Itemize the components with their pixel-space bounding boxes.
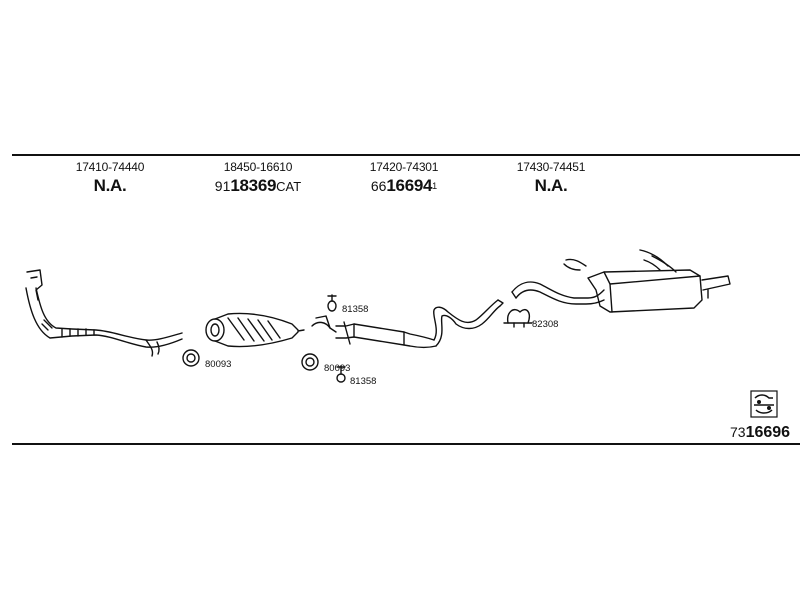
part-number: 18450-16610 (223, 160, 293, 174)
front-pipe (25, 269, 183, 357)
part-number: 17420-74301 (369, 160, 439, 174)
label-clamp: 82308 (532, 319, 558, 330)
gasket-front (182, 349, 200, 367)
column-middle-silencer: 17420-74301 66166941 (334, 160, 474, 197)
reference-code: 9118369CAT (214, 176, 302, 195)
bottom-divider (12, 443, 800, 445)
column-front-pipe: 17410-74440 N.A. (40, 160, 180, 197)
label-bolt-lower: 81358 (350, 376, 376, 387)
label-gasket-front: 80093 (205, 359, 231, 370)
middle-pipe (311, 299, 504, 349)
part-number: 17430-74451 (516, 160, 586, 174)
diagram-code: 7316696 (730, 424, 791, 441)
column-rear-silencer: 17430-74451 N.A. (481, 160, 621, 197)
label-bolt-upper: 81358 (342, 304, 368, 315)
column-catalytic-converter: 18450-16610 9118369CAT (188, 160, 328, 197)
gasket-mid (301, 353, 319, 371)
bolt-lower (336, 365, 346, 383)
catalytic-converter (205, 312, 305, 348)
label-gasket-mid: 80093 (324, 363, 350, 374)
part-number: 17410-74440 (75, 160, 145, 174)
top-divider (12, 154, 800, 156)
bolt-upper (327, 294, 337, 312)
reference-code: N.A. (93, 176, 127, 195)
reference-code: 66166941 (370, 176, 438, 195)
vehicle-diagram-icon (750, 390, 778, 418)
reference-code: N.A. (534, 176, 568, 195)
rear-silencer (511, 249, 731, 313)
clamp (503, 308, 533, 328)
